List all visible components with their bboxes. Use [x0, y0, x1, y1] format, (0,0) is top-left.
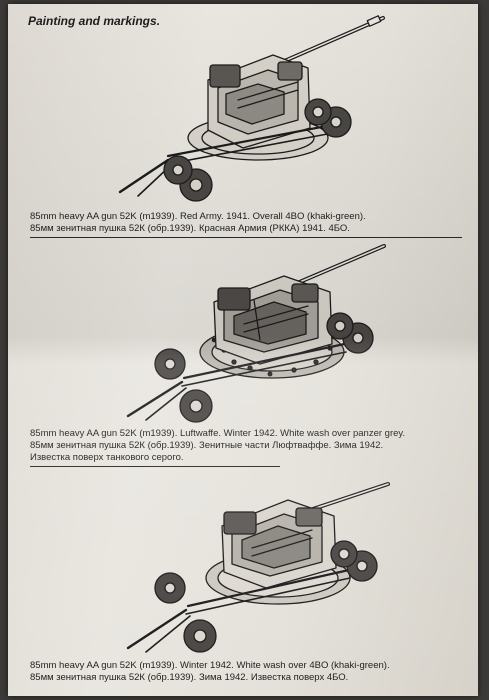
caption-russian-continued: Известка поверх танкового серого. [30, 452, 184, 463]
instruction-sheet: Painting and markings. [8, 4, 478, 696]
gun-drawing-luftwaffe [94, 240, 424, 430]
caption-block-2: 85mm heavy AA gun 52K (m1939). Luftwaffe… [30, 428, 405, 464]
caption-russian: 85мм зенитная пушка 52К (обр.1939). Крас… [30, 223, 350, 234]
plate-divider [30, 237, 462, 238]
gun-drawing-red-army [98, 10, 428, 206]
caption-block-1: 85mm heavy AA gun 52K (m1939). Red Army.… [30, 211, 366, 235]
caption-english: 85mm heavy AA gun 52K (m1939). Winter 19… [30, 660, 390, 671]
caption-english: 85mm heavy AA gun 52K (m1939). Red Army.… [30, 211, 366, 222]
caption-english: 85mm heavy AA gun 52K (m1939). Luftwaffe… [30, 428, 406, 439]
page-heading: Painting and markings. [28, 14, 161, 28]
plate-divider [30, 466, 280, 467]
gun-drawing-winter-4bo [88, 470, 418, 660]
caption-russian: 85мм зенитная пушка 52К (обр.1939). Зени… [30, 440, 384, 451]
caption-russian: 85мм зенитная пушка 52К (обр.1939). Зима… [30, 672, 349, 683]
caption-block-3: 85mm heavy AA gun 52K (m1939). Winter 19… [30, 660, 390, 684]
